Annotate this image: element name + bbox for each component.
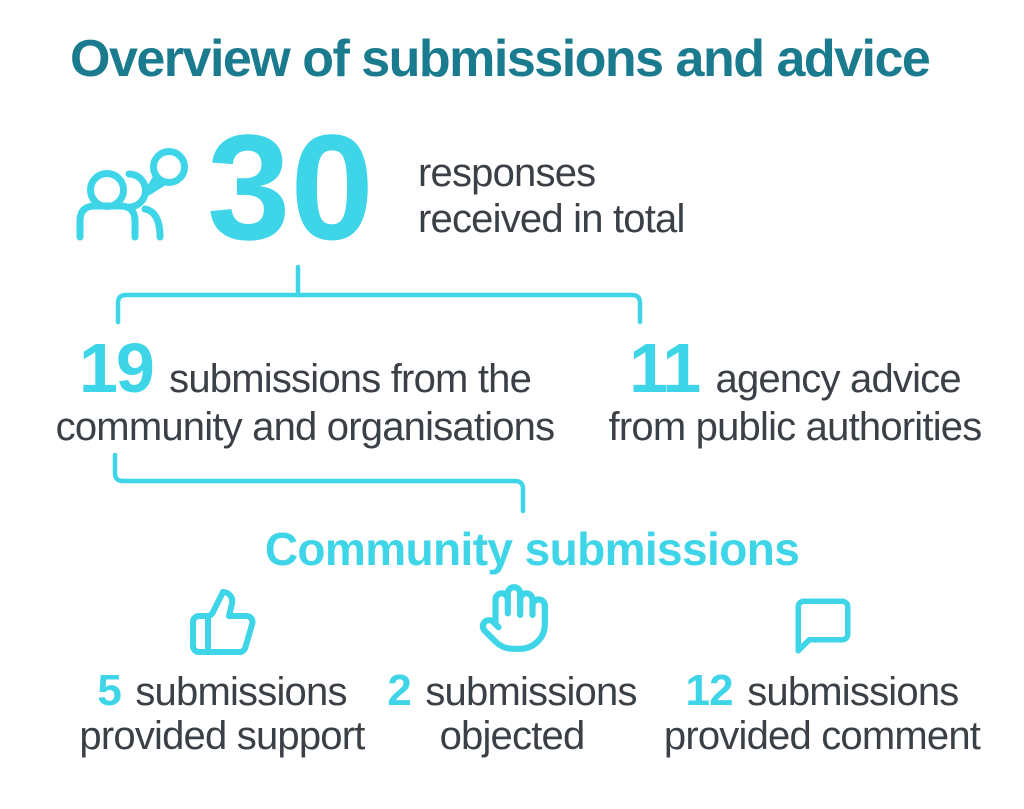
comment-label-line2: provided comment <box>663 714 981 758</box>
bracket-top <box>115 292 643 325</box>
community-submissions-stat: 19 submissions from the community and or… <box>40 333 570 451</box>
raised-hand-icon <box>477 581 551 655</box>
people-speech-bubble-icon-svg <box>76 148 188 241</box>
agency-advice-count: 11 <box>629 329 701 407</box>
speech-bubble-icon-svg <box>795 598 851 654</box>
support-label-line1: submissions <box>135 670 347 714</box>
speech-bubble-icon <box>790 593 856 659</box>
community-submissions-label-line1: submissions from the <box>169 357 532 401</box>
raised-hand-icon-svg <box>479 584 548 652</box>
total-responses-count: 30 <box>207 103 374 271</box>
agency-advice-label-line2: from public authorities <box>608 405 983 449</box>
support-count: 5 <box>97 666 122 715</box>
agency-advice-stat: 11 agency advice from public authorities <box>560 333 1024 451</box>
comment-label-line1: submissions <box>747 670 959 714</box>
community-submissions-count: 19 <box>78 329 155 407</box>
objected-label-line2: objected <box>439 714 586 758</box>
comment-stat: 12 submissions provided comment <box>660 669 984 759</box>
total-responses-label-line1: responses <box>418 151 596 195</box>
objected-count: 2 <box>387 666 412 715</box>
community-submissions-label-line2: community and organisations <box>55 405 555 449</box>
agency-advice-label-line1: agency advice <box>715 357 962 401</box>
support-label-line2: provided support <box>79 714 365 758</box>
people-speech-bubble-icon <box>72 140 198 244</box>
page-title: Overview of submissions and advice <box>70 30 931 88</box>
thumbs-up-icon <box>187 586 259 658</box>
objected-stat: 2 submissions objected <box>372 669 652 759</box>
objected-label-line1: submissions <box>425 670 637 714</box>
bracket-community <box>112 452 526 514</box>
comment-count: 12 <box>685 666 734 715</box>
total-responses-label-line2: received in total <box>418 197 685 241</box>
support-stat: 5 submissions provided support <box>60 669 384 759</box>
community-submissions-heading: Community submissions <box>264 523 800 575</box>
total-responses-label: responses received in total <box>418 150 778 242</box>
thumbs-up-icon-svg <box>190 589 256 655</box>
